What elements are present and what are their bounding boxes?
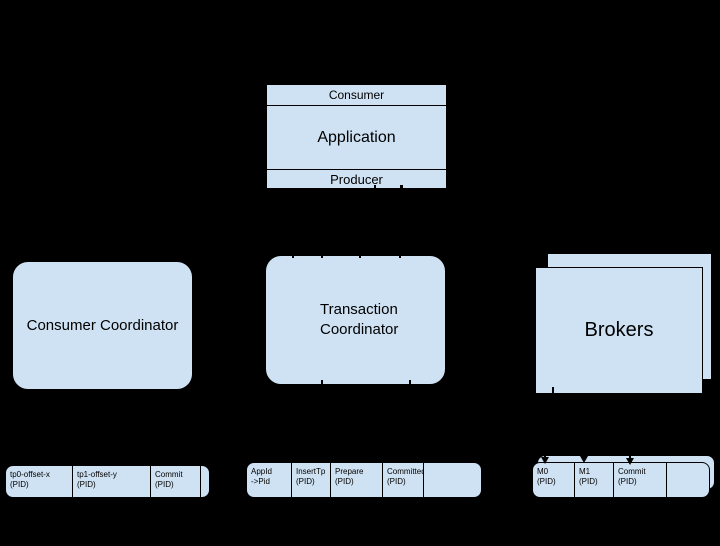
application-band: Application (267, 106, 446, 169)
log-cell-line1: InsertTp (296, 467, 326, 476)
transaction-log: AppId ->Pid InsertTp (PID) Prepare (PID)… (246, 462, 482, 498)
log-cell-line2: (PID) (387, 477, 406, 486)
log-cell-empty (667, 463, 709, 497)
log-cell-line2: (PID) (296, 477, 315, 486)
log-cell-line2: (PID) (10, 480, 29, 489)
producer-label: Producer (330, 171, 383, 187)
log-cell-line1: Prepare (335, 467, 364, 476)
consumer-band: Consumer (267, 85, 446, 106)
consumer-label: Consumer (328, 88, 385, 102)
consumer-coordinator-box: Consumer Coordinator (12, 261, 193, 390)
brokers-box: Brokers (535, 267, 703, 394)
log-cell: Commit (PID) (151, 466, 201, 497)
log-cell-line2: (PID) (335, 477, 354, 486)
consumer-offsets-log: tp0-offset-x (PID) tp1-offset-y (PID) Co… (5, 465, 210, 498)
log-cell-line1: tp0-offset-x (10, 470, 50, 479)
connector-tick (321, 380, 323, 387)
down-arrowhead-icon (626, 458, 634, 465)
log-cell-empty (424, 463, 481, 497)
application-box: Consumer Application Producer (266, 84, 447, 189)
connector-tick (292, 252, 294, 258)
connector-stem (583, 448, 585, 456)
log-cell-empty (201, 466, 209, 497)
down-arrowhead-icon (541, 457, 549, 464)
log-cell-line1: Commit (618, 467, 646, 476)
log-cell: M1 (PID) (575, 463, 614, 497)
transaction-coordinator-label-line2: Coordinator (320, 321, 399, 338)
transaction-coordinator-box: Transaction Coordinator (265, 255, 446, 385)
log-cell-line2: (PID) (579, 477, 598, 486)
log-cell-line1: Committed (387, 467, 424, 476)
connector-tick (552, 387, 554, 395)
log-cell-line1: M1 (579, 467, 591, 476)
log-cell: M0 (PID) (533, 463, 575, 497)
log-cell-line1: AppId (251, 467, 272, 476)
connector-stem (629, 448, 631, 459)
log-cell-line2: (PID) (155, 480, 174, 489)
log-cell: AppId ->Pid (247, 463, 292, 497)
log-cell: tp1-offset-y (PID) (73, 466, 151, 497)
transaction-coordinator-label: Transaction Coordinator (266, 300, 398, 340)
log-cell: InsertTp (PID) (292, 463, 331, 497)
connector-tick (374, 185, 376, 191)
log-cell-line2: (PID) (618, 477, 637, 486)
log-cell-line2: (PID) (77, 480, 96, 489)
application-label: Application (317, 128, 396, 146)
log-cell: Commit (PID) (614, 463, 667, 497)
brokers-label: Brokers (584, 319, 654, 341)
connector-tick (400, 185, 403, 191)
connector-tick (409, 380, 411, 387)
producer-band: Producer (267, 169, 446, 188)
log-cell: tp0-offset-x (PID) (6, 466, 73, 497)
connector-tick (399, 252, 401, 258)
log-cell: Prepare (PID) (331, 463, 383, 497)
consumer-coordinator-label: Consumer Coordinator (26, 317, 179, 334)
connector-tick (321, 252, 323, 258)
connector-stem (544, 450, 546, 458)
log-cell: Committed (PID) (383, 463, 424, 497)
down-arrowhead-icon (580, 456, 588, 463)
log-cell-line2: ->Pid (251, 477, 270, 486)
transaction-coordinator-label-line1: Transaction (320, 301, 398, 318)
log-cell-line1: tp1-offset-y (77, 470, 117, 479)
log-cell-line2: (PID) (537, 477, 556, 486)
log-cell-line1: Commit (155, 470, 183, 479)
connector-tick (359, 252, 361, 258)
broker-log: M0 (PID) M1 (PID) Commit (PID) (532, 462, 710, 498)
log-cell-line1: M0 (537, 467, 549, 476)
